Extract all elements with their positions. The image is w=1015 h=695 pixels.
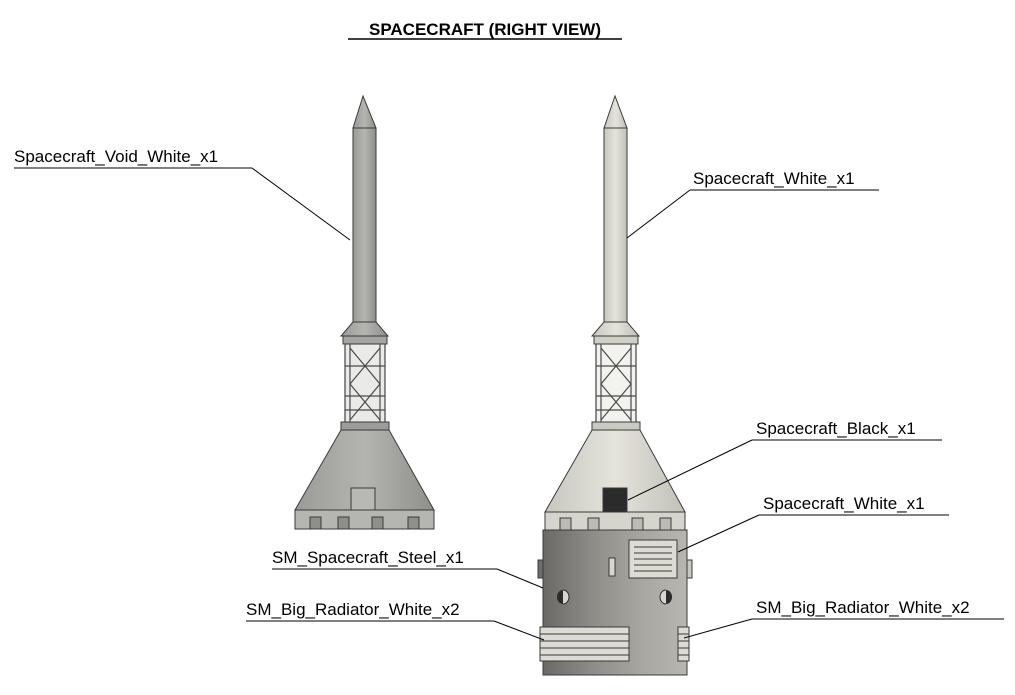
right-upper-white-panel xyxy=(628,539,678,579)
label-void-white: Spacecraft_Void_White_x1 xyxy=(14,147,218,166)
label-radiator-left: SM_Big_Radiator_White_x2 xyxy=(246,600,460,619)
callout-steel: SM_Spacecraft_Steel_x1 xyxy=(272,548,544,589)
callout-white-side: Spacecraft_White_x1 xyxy=(677,494,949,553)
page-title: SPACECRAFT (RIGHT VIEW) xyxy=(369,20,601,39)
label-steel: SM_Spacecraft_Steel_x1 xyxy=(272,548,464,567)
left-truss xyxy=(344,343,386,425)
right-big-radiator xyxy=(677,626,690,662)
callout-void-white: Spacecraft_Void_White_x1 xyxy=(14,147,351,241)
label-black: Spacecraft_Black_x1 xyxy=(756,419,916,438)
right-spacecraft xyxy=(537,94,693,676)
right-nose-cone xyxy=(603,94,628,129)
left-nose-cone xyxy=(352,94,377,129)
label-radiator-right: SM_Big_Radiator_White_x2 xyxy=(756,598,970,617)
right-escape-tower xyxy=(603,127,628,323)
left-escape-tower xyxy=(352,127,377,323)
right-truss xyxy=(595,343,637,425)
right-tower-flare xyxy=(590,321,641,337)
label-white-top: Spacecraft_White_x1 xyxy=(693,169,855,188)
left-big-radiator xyxy=(539,626,630,662)
callout-radiator-right: SM_Big_Radiator_White_x2 xyxy=(683,598,1004,639)
left-spacecraft xyxy=(294,94,435,530)
callout-white-top: Spacecraft_White_x1 xyxy=(626,169,879,239)
left-hatch xyxy=(350,487,376,513)
left-base-rim xyxy=(294,509,435,530)
callout-radiator-left: SM_Big_Radiator_White_x2 xyxy=(246,600,545,641)
label-white-side: Spacecraft_White_x1 xyxy=(763,494,925,513)
left-tower-flare xyxy=(339,321,390,337)
callout-black: Spacecraft_Black_x1 xyxy=(627,419,942,501)
